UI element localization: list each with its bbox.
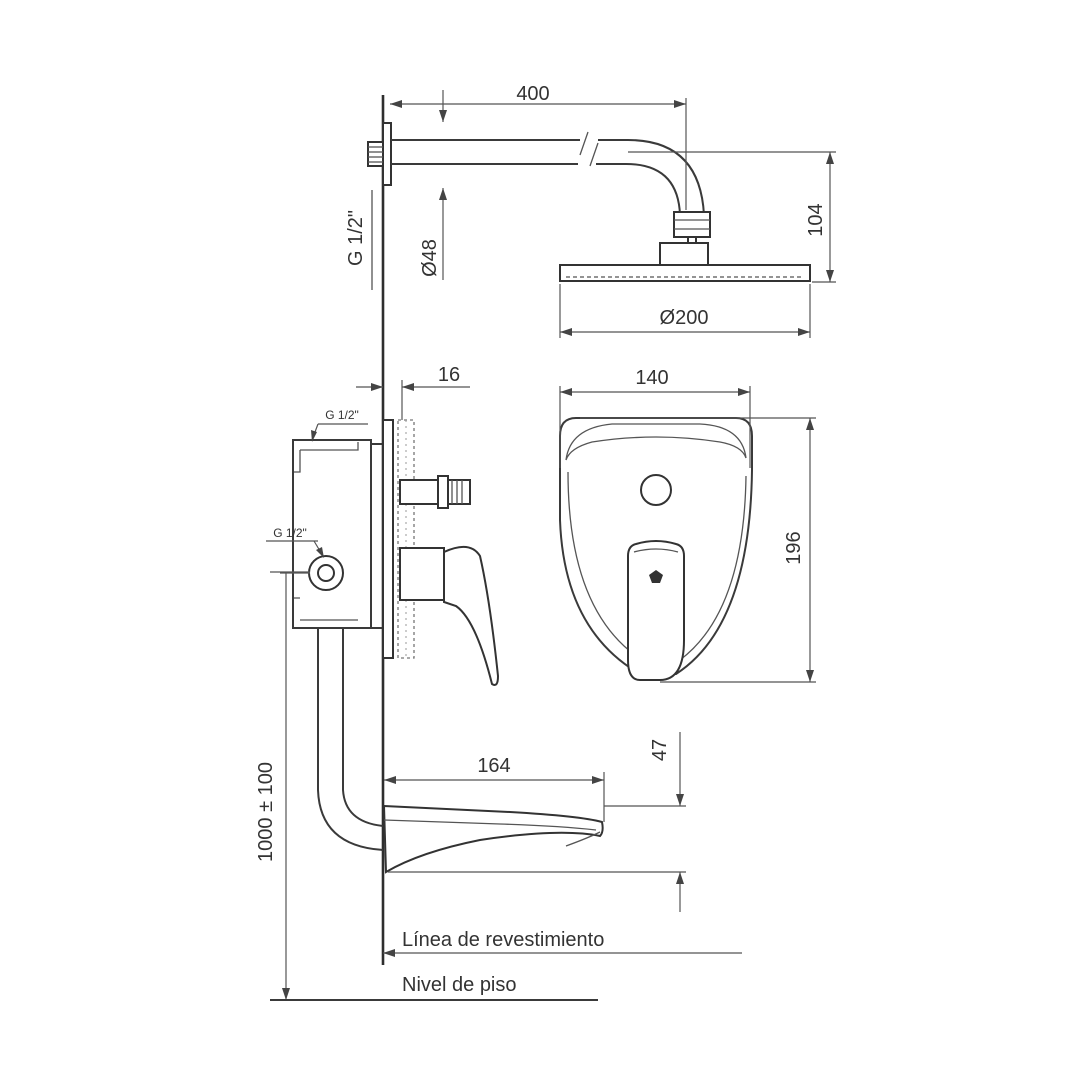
- valve-box: [280, 439, 384, 851]
- flange-diameter-label: Ø48: [419, 239, 441, 277]
- shower-head-diameter-label: Ø200: [660, 307, 709, 329]
- bath-spout: [382, 804, 604, 874]
- shower-head-height-label: 104: [805, 203, 827, 236]
- wall-line: [371, 95, 385, 965]
- valve-thread-top: G 1/2": [311, 408, 368, 442]
- dimension-shower-head-diameter: Ø200: [559, 284, 811, 338]
- plate-height-label: 196: [783, 531, 805, 564]
- shower-arm: [367, 122, 811, 282]
- dimension-flange-diameter: Ø48: [419, 188, 447, 280]
- finish-line: Línea de revestimiento: [383, 929, 742, 957]
- floor-level-label: Nivel de piso: [402, 974, 517, 996]
- dimension-plate-width: 140: [559, 367, 751, 468]
- dimension-spout-length: 164: [384, 755, 605, 822]
- spout-height-label: 47: [649, 739, 671, 761]
- dimension-shower-head-height: 104: [628, 151, 836, 283]
- dimension-floor-height: 1000 ± 100: [255, 571, 310, 1000]
- plate-depth-label: 16: [438, 364, 460, 386]
- plate-width-label: 140: [635, 367, 668, 389]
- cover-plate-side: [382, 419, 500, 686]
- dimension-plate-height: 196: [580, 417, 816, 683]
- cover-plate-front: [559, 417, 753, 681]
- valve-thread-top-label: G 1/2": [325, 408, 359, 422]
- finish-line-label: Línea de revestimiento: [402, 929, 604, 951]
- arm-length-label: 400: [516, 83, 549, 105]
- dimension-spout-height: 47: [388, 732, 686, 912]
- floor-level: Nivel de piso: [270, 974, 598, 1001]
- valve-thread-side-label: G 1/2": [273, 526, 307, 540]
- floor-height-label: 1000 ± 100: [255, 762, 277, 862]
- valve-thread-side: G 1/2": [266, 526, 324, 558]
- spout-length-label: 164: [477, 755, 510, 777]
- dimension-plate-depth: 16: [356, 364, 470, 420]
- inlet-thread-label: G 1/2": [345, 210, 367, 266]
- dimension-arm-length: 400: [390, 83, 687, 210]
